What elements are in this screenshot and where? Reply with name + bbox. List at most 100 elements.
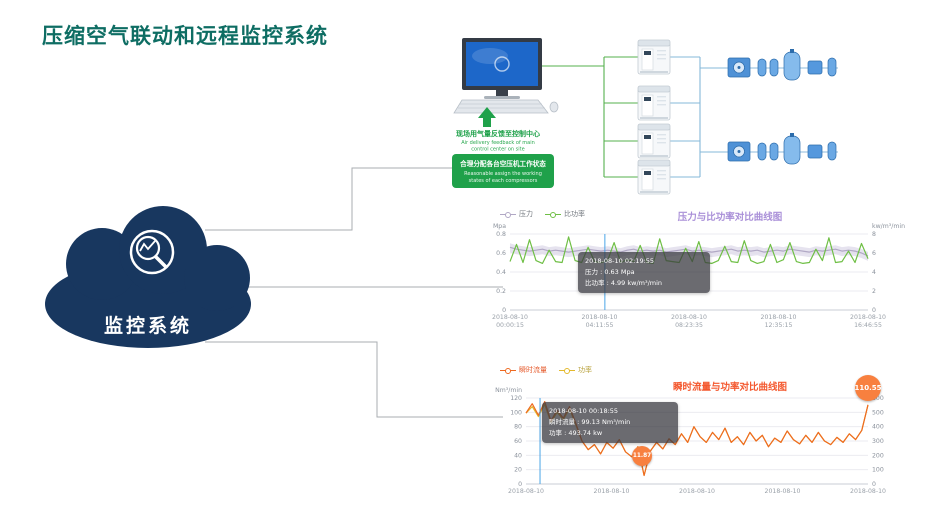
x-axis-tick-label: 2018-08-10 (850, 488, 886, 495)
air-treatment-unit (725, 132, 839, 165)
legend-label: 压力 (519, 210, 533, 218)
keyboard (453, 99, 549, 114)
control-center-computer (453, 38, 559, 114)
x-axis-tick-label: 16:46:55 (854, 322, 882, 329)
tooltip-line: 功率 : 493.74 kw (549, 429, 603, 438)
x-axis-tick-label: 00:00:15 (496, 322, 524, 329)
cloud-shape (45, 206, 251, 348)
chart-tooltip: 2018-08-10 00:18:55 瞬时流量 : 99.13 Nm³/min… (542, 402, 678, 444)
network-lines-right (670, 56, 726, 178)
legend-marker-icon (500, 367, 516, 374)
y-axis-tick-label: 40 (514, 452, 522, 459)
chart-tooltip: 2018-08-10 02:19:55 压力 : 0.63 Mpa 比功率 : … (578, 252, 710, 294)
x-axis-tick-label: 08:23:35 (675, 322, 703, 329)
monitoring-cloud: 监控系统 (45, 206, 251, 348)
pressure-specific-power-chart: 压力 比功率 压力与比功率对比曲线图 0.8 0.6 0.4 0.2 0 8 6 4 2 0 Mpa k… (486, 204, 916, 354)
chart-plot-area: 1201008060402006005004003002001000Nm³/mi… (495, 387, 886, 495)
legend-item[interactable]: 功率 (559, 365, 592, 375)
min-point-badge: 11.87 (632, 446, 652, 466)
y-axis-tick-label: 8 (872, 231, 876, 238)
tooltip-line: 比功率 : 4.99 kw/m³/min (585, 279, 663, 288)
connector-cloud-to-diagram (205, 167, 460, 231)
y-axis-tick-label: 400 (872, 424, 884, 431)
mouse (549, 101, 559, 113)
series-line (509, 246, 869, 257)
y-axis-tick-label: 0.2 (496, 288, 506, 295)
compressor-unit (637, 159, 671, 195)
assign-text-en-2: states of each compressors (469, 178, 538, 184)
chart-title: 瞬时流量与功率对比曲线图 (672, 382, 787, 393)
compressor-unit (637, 39, 671, 75)
legend-marker-icon (559, 367, 575, 374)
y-axis-tick-label: 0.8 (496, 231, 506, 238)
y-axis-unit-label: Nm³/min (495, 387, 522, 394)
tooltip-line: 压力 : 0.63 Mpa (585, 268, 635, 277)
x-axis-tick-label: 2018-08-10 (761, 314, 797, 321)
y-axis-tick-label: 0.4 (496, 269, 506, 276)
y-axis-tick-label: 200 (872, 452, 884, 459)
tooltip-line: 2018-08-10 00:18:55 (549, 407, 619, 415)
chart-legend: 瞬时流量 功率 (500, 365, 592, 375)
chart-plot-area: 0.8 0.6 0.4 0.2 0 8 6 4 2 0 Mpa kw/m³/min 2018-08-10… (492, 223, 905, 329)
legend-item[interactable]: 压力 (500, 209, 533, 219)
y-axis-tick-label: 60 (514, 438, 522, 445)
y-axis-unit-label: Mpa (493, 223, 506, 230)
y-axis-tick-label: 2 (872, 288, 876, 295)
arrow-up-icon (478, 107, 496, 127)
x-axis-tick-label: 2018-08-10 (594, 488, 630, 495)
y-axis-tick-label: 4 (872, 269, 876, 276)
x-axis-tick-label: 2018-08-10 (582, 314, 618, 321)
x-axis-tick-label: 2018-08-10 (508, 488, 544, 495)
magnifier-chart-icon (129, 229, 175, 275)
y-axis-tick-label: 600 (872, 395, 884, 402)
legend-item[interactable]: 瞬时流量 (500, 365, 547, 375)
legend-label: 比功率 (564, 210, 585, 218)
y-axis-tick-label: 0 (872, 481, 876, 488)
y-axis-tick-label: 0 (502, 307, 506, 314)
chart-legend: 压力 比功率 (500, 209, 585, 219)
legend-marker-icon (500, 211, 516, 218)
page-title: 压缩空气联动和远程监控系统 (42, 24, 328, 48)
x-axis-tick-label: 2018-08-10 (671, 314, 707, 321)
x-axis-tick-label: 2018-08-10 (679, 488, 715, 495)
air-treatment-unit (725, 48, 839, 81)
y-axis-tick-label: 0 (872, 307, 876, 314)
y-axis-tick-label: 0 (518, 481, 522, 488)
tooltip-line: 瞬时流量 : 99.13 Nm³/min (549, 418, 631, 427)
y-axis-tick-label: 20 (514, 467, 522, 474)
assign-text-cn: 合理分配各台空压机工作状态 (459, 159, 546, 168)
legend-marker-icon (545, 211, 561, 218)
legend-item[interactable]: 比功率 (545, 209, 585, 219)
y-axis-tick-label: 300 (872, 438, 884, 445)
y-axis-tick-label: 500 (872, 409, 884, 416)
max-point-badge: 110.55 (855, 375, 882, 401)
x-axis-tick-label: 12:35:15 (765, 322, 793, 329)
y-axis-tick-label: 100 (872, 467, 884, 474)
x-axis-tick-label: 2018-08-10 (850, 314, 886, 321)
legend-label: 功率 (578, 366, 592, 374)
chart-title: 压力与比功率对比曲线图 (677, 212, 783, 223)
x-axis-tick-label: 04:11:55 (586, 322, 614, 329)
y-axis-tick-label: 0.6 (496, 250, 506, 257)
x-axis-tick-label: 2018-08-10 (492, 314, 528, 321)
compressor-unit (637, 123, 671, 159)
assign-box: 合理分配各台空压机工作状态 Reasonable assign the work… (452, 154, 554, 188)
system-diagram: 现场用气量反馈至控制中心 Air delivery feedback of ma… (452, 38, 839, 195)
compressor-unit (637, 85, 671, 121)
y-axis-tick-label: 100 (510, 409, 522, 416)
legend-label: 瞬时流量 (519, 366, 547, 374)
connector-cloud-to-chart2 (205, 341, 503, 418)
feedback-text-cn: 现场用气量反馈至控制中心 (456, 129, 540, 138)
y-axis-tick-label: 120 (510, 395, 522, 402)
y-axis-tick-label: 80 (514, 424, 522, 431)
x-axis-tick-label: 2018-08-10 (765, 488, 801, 495)
y-axis-tick-label: 6 (872, 250, 876, 257)
cloud-label: 监控系统 (104, 314, 192, 337)
y-axis-unit-label: kw/m³/min (872, 223, 905, 230)
feedback-text-en-1: Air delivery feedback of main (461, 140, 535, 146)
assign-text-en-1: Reasonable assign the working (464, 171, 542, 177)
feedback-text-en-2: control center on site (471, 147, 524, 153)
